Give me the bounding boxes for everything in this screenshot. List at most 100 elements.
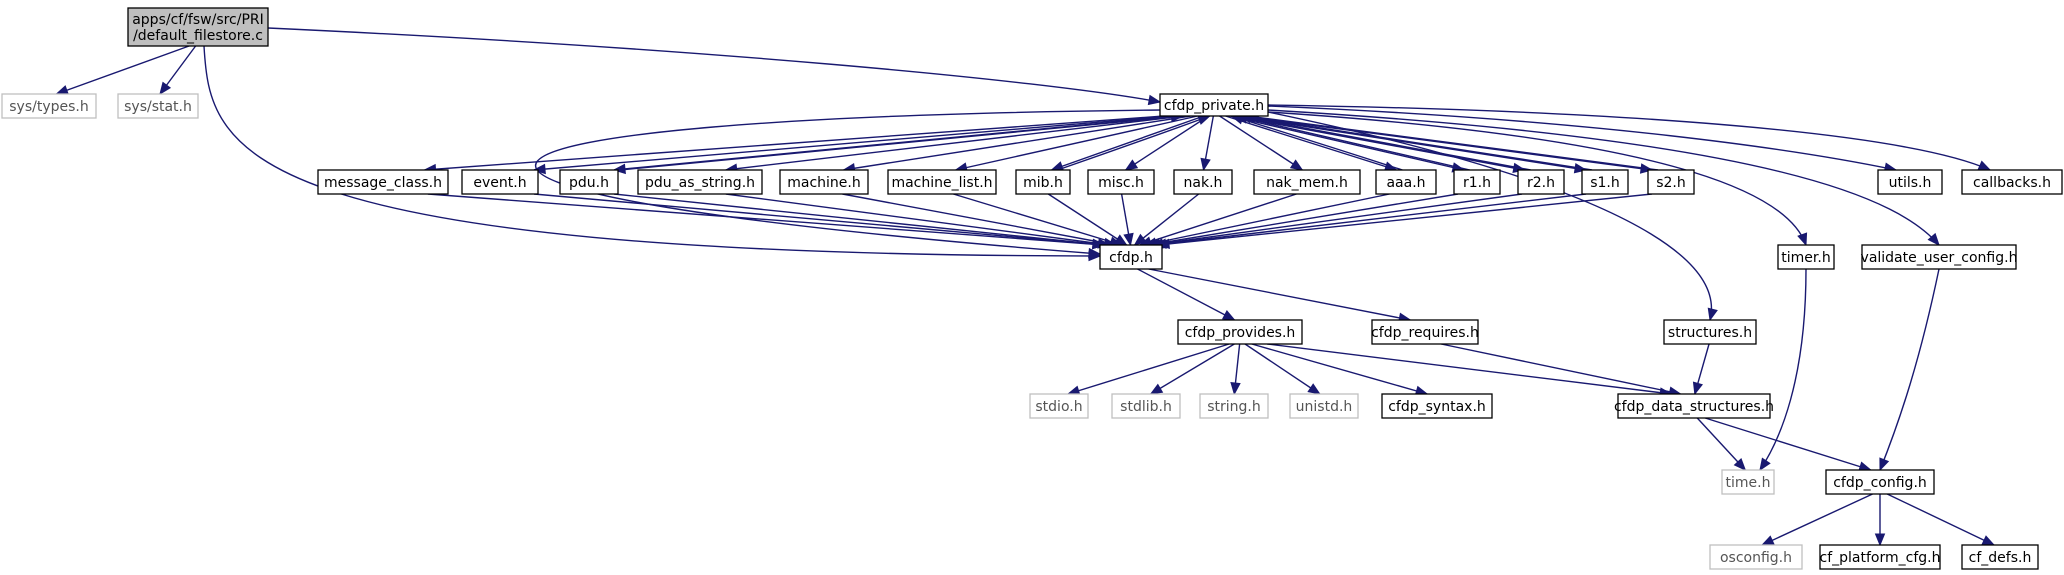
node-pdu-as-string[interactable]: pdu_as_string.h bbox=[637, 169, 763, 195]
node-box bbox=[1253, 169, 1361, 195]
node-message-class[interactable]: message_class.h bbox=[317, 169, 449, 195]
node-cfdp[interactable]: cfdp.h bbox=[1099, 244, 1163, 270]
node-nak[interactable]: nak.h bbox=[1173, 169, 1233, 195]
arrowhead bbox=[1147, 94, 1162, 106]
node-r2[interactable]: r2.h bbox=[1517, 169, 1565, 195]
node-box bbox=[1199, 393, 1269, 419]
edge-cfdp_config-to-cf_defs bbox=[1886, 493, 1996, 546]
edge-line bbox=[1267, 343, 1672, 395]
node-box bbox=[1581, 169, 1629, 195]
node-box bbox=[1371, 319, 1479, 345]
node-box bbox=[1453, 169, 1501, 195]
node-label: event.h bbox=[473, 175, 526, 191]
node-s1[interactable]: s1.h bbox=[1581, 169, 1629, 195]
edge-nak-to-cfdp bbox=[1133, 193, 1200, 246]
node-osconfig[interactable]: osconfig.h bbox=[1709, 544, 1803, 570]
node-box bbox=[1961, 544, 2039, 570]
node-callbacks[interactable]: callbacks.h bbox=[1961, 169, 2063, 195]
node-cfdp-requires[interactable]: cfdp_requires.h bbox=[1371, 319, 1479, 345]
node-pdu[interactable]: pdu.h bbox=[559, 169, 619, 195]
node-cf-defs[interactable]: cf_defs.h bbox=[1961, 544, 2039, 570]
node-unistd[interactable]: unistd.h bbox=[1289, 393, 1359, 419]
node-misc[interactable]: misc.h bbox=[1087, 169, 1155, 195]
edge-cfdp_provides-to-cfdp_data_structures bbox=[1267, 343, 1673, 398]
arrowhead bbox=[1759, 457, 1771, 472]
node-cfdp-config[interactable]: cfdp_config.h bbox=[1825, 469, 1935, 495]
edge-s2-to-cfdp_private bbox=[1246, 112, 1659, 171]
node-label: cfdp_requires.h bbox=[1371, 325, 1479, 341]
node-box bbox=[117, 93, 199, 119]
edge-structures-to-cfdp_data_structures bbox=[1692, 343, 1710, 396]
arrowhead bbox=[1707, 307, 1718, 322]
node-mib[interactable]: mib.h bbox=[1015, 169, 1071, 195]
node-sys-types[interactable]: sys/types.h bbox=[1, 93, 97, 119]
node-cfdp-private[interactable]: cfdp_private.h bbox=[1159, 93, 1269, 117]
edge-line bbox=[1148, 193, 1459, 246]
node-event[interactable]: event.h bbox=[461, 169, 539, 195]
arrowhead bbox=[1123, 232, 1134, 247]
node-box bbox=[1087, 169, 1155, 195]
edge-line bbox=[1243, 115, 1593, 171]
node-label: cfdp_provides.h bbox=[1185, 325, 1296, 341]
edge-root-to-sys_stat bbox=[159, 45, 197, 96]
node-cfdp-data-structures[interactable]: cfdp_data_structures.h bbox=[1614, 393, 1774, 419]
edge-line bbox=[619, 115, 1183, 171]
node-box bbox=[1617, 393, 1771, 419]
node-r1[interactable]: r1.h bbox=[1453, 169, 1501, 195]
edge-line bbox=[533, 115, 1172, 171]
node-string[interactable]: string.h bbox=[1199, 393, 1269, 419]
node-validate-user-config[interactable]: validate_user_config.h bbox=[1861, 244, 2018, 270]
edge-cfdp_private-to-nak_mem bbox=[1219, 115, 1304, 171]
node-label: cfdp_config.h bbox=[1833, 475, 1927, 491]
node-label: /default_filestore.c bbox=[133, 28, 263, 44]
arrowhead bbox=[1230, 382, 1241, 396]
edge-cfdp_data_structures-to-time bbox=[1696, 417, 1747, 471]
edge-cfdp_provides-to-string bbox=[1230, 343, 1241, 396]
node-machine[interactable]: machine.h bbox=[779, 169, 869, 195]
node-box bbox=[1517, 169, 1565, 195]
node-stdio[interactable]: stdio.h bbox=[1029, 393, 1089, 419]
node-aaa[interactable]: aaa.h bbox=[1375, 169, 1437, 195]
node-box bbox=[1099, 244, 1163, 270]
edge-line bbox=[424, 115, 1165, 171]
node-label: r2.h bbox=[1527, 175, 1555, 191]
node-cfdp-syntax[interactable]: cfdp_syntax.h bbox=[1381, 393, 1493, 419]
node-machine-list[interactable]: machine_list.h bbox=[887, 169, 997, 195]
edge-line bbox=[267, 27, 1161, 103]
edge-cfdp_private-to-validate_user_config bbox=[1267, 109, 1940, 246]
node-sys-stat[interactable]: sys/stat.h bbox=[117, 93, 199, 119]
node-label: osconfig.h bbox=[1720, 550, 1792, 566]
node-stdlib[interactable]: stdlib.h bbox=[1111, 393, 1181, 419]
node-utils[interactable]: utils.h bbox=[1877, 169, 1943, 195]
node-box bbox=[1381, 393, 1493, 419]
node-label: mib.h bbox=[1023, 175, 1063, 191]
arrowhead bbox=[1307, 383, 1321, 395]
edge-line bbox=[1886, 493, 1995, 546]
node-box bbox=[887, 169, 997, 195]
edge-cfdp_private-to-nak bbox=[1200, 115, 1215, 172]
node-root[interactable]: apps/cf/fsw/src/PRI/default_filestore.c bbox=[127, 7, 269, 47]
edge-line bbox=[842, 193, 1116, 246]
node-label: nak.h bbox=[1184, 175, 1223, 191]
edge-line bbox=[1244, 343, 1321, 395]
node-nak-mem[interactable]: nak_mem.h bbox=[1253, 169, 1361, 195]
node-structures[interactable]: structures.h bbox=[1663, 319, 1757, 345]
node-box bbox=[1777, 244, 1835, 270]
node-box bbox=[1861, 244, 2017, 270]
edge-timer-to-time bbox=[1759, 268, 1807, 472]
node-box bbox=[1375, 169, 1437, 195]
edge-line bbox=[1151, 193, 1523, 246]
node-cf-platform-cfg[interactable]: cf_platform_cfg.h bbox=[1819, 544, 1941, 570]
node-label: callbacks.h bbox=[1973, 175, 2051, 191]
node-cfdp-provides[interactable]: cfdp_provides.h bbox=[1177, 319, 1303, 345]
node-label: stdio.h bbox=[1035, 399, 1082, 415]
node-timer[interactable]: timer.h bbox=[1777, 244, 1835, 270]
edge-cfdp_config-to-cf_platform_cfg bbox=[1874, 494, 1886, 547]
node-s2[interactable]: s2.h bbox=[1647, 169, 1695, 195]
edge-line bbox=[1051, 115, 1204, 171]
arrowhead bbox=[1874, 533, 1886, 547]
node-time[interactable]: time.h bbox=[1721, 469, 1775, 495]
arrowhead bbox=[1149, 383, 1164, 395]
node-label: machine.h bbox=[787, 175, 861, 191]
